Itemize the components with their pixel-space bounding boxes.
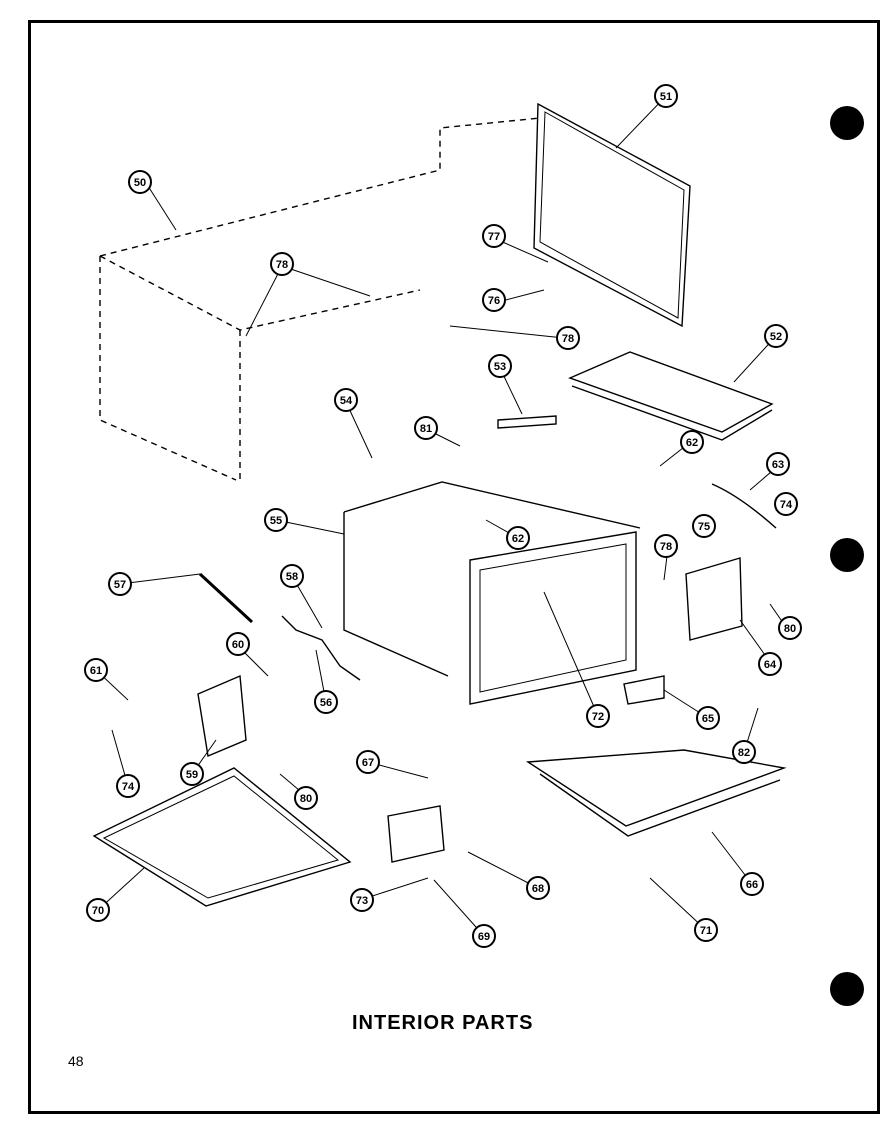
callout-label: 63: [772, 459, 784, 471]
callout-label: 68: [532, 883, 544, 895]
callout-label: 78: [276, 259, 288, 271]
callout-label: 65: [702, 713, 714, 725]
callout-label: 64: [764, 659, 777, 671]
callout-50: [128, 170, 152, 194]
part-57-rod: [198, 572, 254, 624]
callout-labels: 50 51 52 53 54 55 57 58 56 60 61 74 59 8…: [90, 91, 796, 943]
callout-68: [526, 876, 550, 900]
callout-label: 61: [90, 665, 102, 677]
callout-label: 81: [420, 423, 432, 435]
callout-75: [692, 514, 716, 538]
callout-label: 80: [784, 623, 796, 635]
callout-label: 59: [186, 769, 198, 781]
callout-label: 77: [488, 231, 500, 243]
part-55-oven-liner: [343, 481, 641, 705]
part-51-back-panel: [533, 102, 691, 328]
callout-62a: [680, 430, 704, 454]
callout-57: [108, 572, 132, 596]
page-number: 48: [68, 1053, 84, 1069]
callout-label: 74: [780, 499, 793, 511]
binder-hole-bottom: [830, 972, 864, 1006]
part-66-drawer: [525, 749, 787, 837]
part-63-strap: [711, 483, 777, 529]
diagram-title: INTERIOR PARTS: [352, 1012, 534, 1034]
part-59-bracket: [197, 674, 247, 757]
part-53-bar: [497, 415, 557, 429]
callout-label: 73: [356, 895, 368, 907]
part-70-pan: [92, 767, 352, 907]
callout-label: 58: [286, 571, 298, 583]
callout-63: [766, 452, 790, 476]
callout-74a: [116, 774, 140, 798]
callout-82: [732, 740, 756, 764]
callout-71: [694, 918, 718, 942]
part-52-top-plate: [568, 351, 774, 441]
callout-label: 66: [746, 879, 758, 891]
callout-56: [314, 690, 338, 714]
callout-label: 62: [686, 437, 698, 449]
callout-label: 67: [362, 757, 374, 769]
callout-label: 52: [770, 331, 782, 343]
callout-78a: [270, 252, 294, 276]
callout-label: 62: [512, 533, 524, 545]
callout-59: [180, 762, 204, 786]
callout-55: [264, 508, 288, 532]
callout-52: [764, 324, 788, 348]
callout-label: 53: [494, 361, 506, 373]
callout-62b: [506, 526, 530, 550]
callout-73: [350, 888, 374, 912]
callout-74b: [774, 492, 798, 516]
callout-label: 69: [478, 931, 490, 943]
callout-label: 60: [232, 639, 244, 651]
callout-78b: [556, 326, 580, 350]
callout-label: 57: [114, 579, 126, 591]
callout-81: [414, 416, 438, 440]
callout-72: [586, 704, 610, 728]
callout-label: 82: [738, 747, 750, 759]
callout-label: 50: [134, 177, 146, 189]
callout-label: 74: [122, 781, 135, 793]
callout-label: 80: [300, 793, 312, 805]
callout-65: [696, 706, 720, 730]
callout-67: [356, 750, 380, 774]
callout-80b: [778, 616, 802, 640]
part-56-wire: [281, 615, 361, 681]
part-65-angle: [623, 675, 665, 705]
callout-label: 78: [660, 541, 672, 553]
callout-77: [482, 224, 506, 248]
callout-label: 72: [592, 711, 604, 723]
binder-hole-middle: [830, 538, 864, 572]
callout-circles: [84, 84, 802, 948]
callout-58: [280, 564, 304, 588]
callout-label: 56: [320, 697, 332, 709]
callout-label: 71: [700, 925, 712, 937]
callout-label: 75: [698, 521, 710, 533]
binder-hole-top: [830, 106, 864, 140]
callout-60a: [226, 632, 250, 656]
callout-label: 78: [562, 333, 574, 345]
callout-53: [488, 354, 512, 378]
callout-label: 54: [340, 395, 353, 407]
part-68-deflector: [387, 805, 445, 863]
part-50-outer-cabinet: [99, 117, 541, 481]
callout-76: [482, 288, 506, 312]
callout-54: [334, 388, 358, 412]
part-64-bracket: [685, 557, 743, 641]
callout-label: 70: [92, 905, 104, 917]
callout-69: [472, 924, 496, 948]
callout-80a: [294, 786, 318, 810]
callout-61: [84, 658, 108, 682]
callout-78c: [654, 534, 678, 558]
callout-label: 55: [270, 515, 282, 527]
leader-lines: [95, 95, 789, 937]
callout-label: 51: [660, 91, 672, 103]
callout-70: [86, 898, 110, 922]
callout-label: 76: [488, 295, 500, 307]
callout-64: [758, 652, 782, 676]
callout-51: [654, 84, 678, 108]
page-border: [28, 20, 880, 1114]
callout-66: [740, 872, 764, 896]
